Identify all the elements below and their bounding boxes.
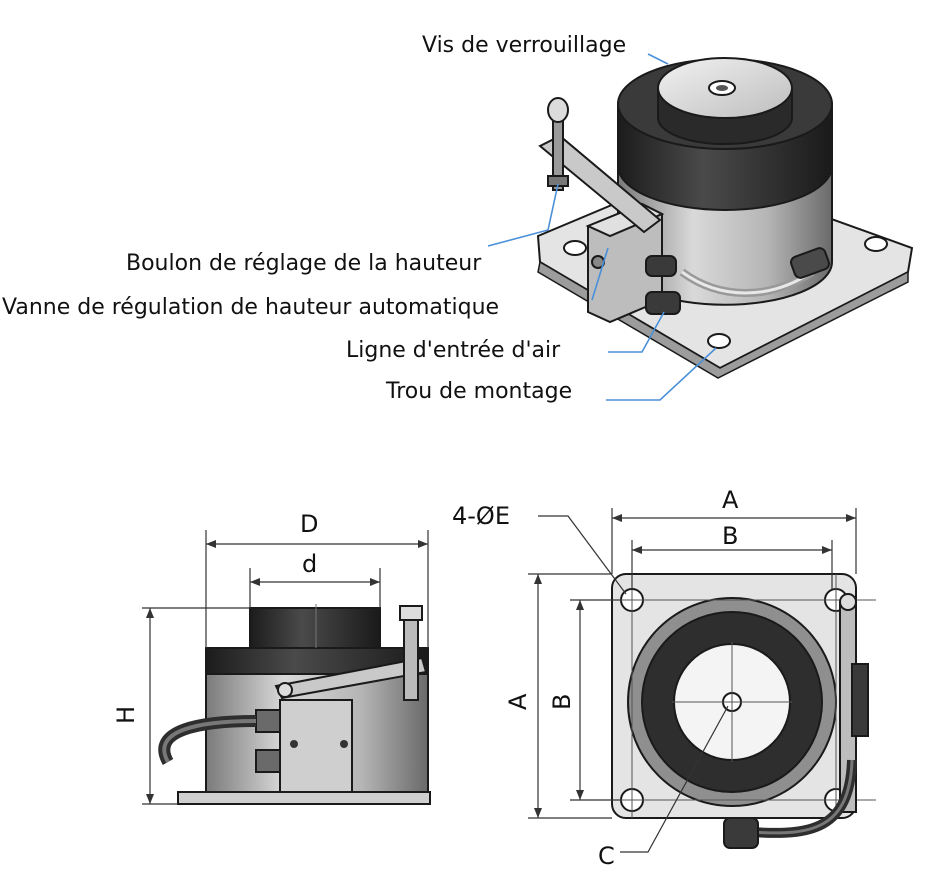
leader-leveling-valve	[591, 247, 609, 301]
leader-lock-screw	[647, 53, 669, 65]
dim-holes: 4-ØE	[452, 502, 510, 530]
label-air-inlet: Ligne d'entrée d'air	[346, 338, 561, 363]
iso-valve-fitting-2	[645, 291, 681, 315]
side-height-bolt	[403, 611, 419, 701]
side-top-cap	[249, 607, 381, 649]
label-mounting-hole: Trou de montage	[385, 379, 572, 404]
iso-valve-fitting-1	[645, 255, 677, 277]
leaders	[487, 53, 717, 401]
dim-C: C	[598, 842, 615, 870]
dim-B-side: B	[548, 694, 576, 710]
side-view: D d H	[112, 510, 431, 805]
leader-air-inlet	[608, 311, 665, 353]
iso-lock-screw-inner	[716, 85, 728, 91]
label-lock-screw: Vis de verrouillage	[422, 33, 626, 58]
iso-mounting-hole-1	[563, 240, 587, 256]
label-leveling-valve: Vanne de régulation de hauteur automatiq…	[2, 295, 499, 320]
top-elbow-fitting	[723, 817, 759, 849]
side-base-plate	[177, 791, 431, 805]
iso-height-bolt-head	[547, 97, 569, 123]
dim-A-top: A	[722, 486, 739, 514]
dim-B-top: B	[722, 522, 738, 550]
dim-D: D	[300, 510, 318, 538]
side-fitting-2	[255, 749, 281, 773]
dim-H: H	[112, 706, 140, 724]
leader-mounting-hole	[606, 347, 717, 401]
top-valve-block	[851, 663, 869, 737]
dim-A-side: A	[504, 693, 532, 710]
iso-view	[536, 57, 914, 379]
label-height-bolt: Boulon de réglage de la hauteur	[126, 251, 482, 276]
iso-mounting-hole-3	[707, 333, 731, 349]
iso-mounting-hole-2	[864, 236, 888, 252]
top-view: A B A B 4-ØE C	[452, 486, 876, 870]
dim-d: d	[302, 550, 317, 578]
leader-height-bolt	[487, 183, 559, 247]
side-fitting-1	[255, 709, 281, 733]
iso-elbow-fitting	[790, 247, 830, 279]
iso-base-plate-edge	[537, 260, 909, 379]
